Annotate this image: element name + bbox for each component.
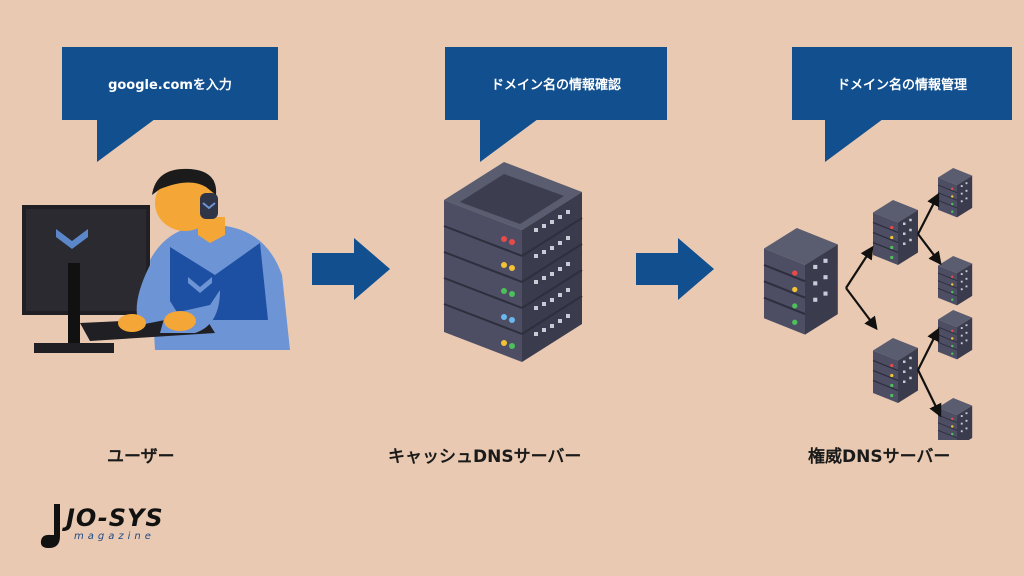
monitor-chevron-icon — [56, 229, 88, 249]
auth-server-tree — [762, 167, 973, 440]
server-icon — [872, 337, 919, 404]
headset-ear-icon — [200, 193, 218, 219]
server-icon — [937, 309, 973, 360]
vest-chevron-icon — [188, 277, 212, 293]
label-auth: 権威DNSサーバー — [808, 447, 951, 467]
server-icon — [872, 199, 919, 266]
bubble-cache: ドメイン名の情報確認 — [445, 47, 667, 120]
root-server-icon — [762, 226, 839, 336]
bubble-auth: ドメイン名の情報管理 — [792, 47, 1012, 120]
bubble-user-text: google.comを入力 — [108, 78, 232, 93]
music-note-icon — [40, 504, 60, 548]
user-illustration — [22, 168, 290, 353]
bubble-user: google.comを入力 — [62, 47, 278, 120]
bubble-auth-text: ドメイン名の情報管理 — [836, 78, 967, 93]
server-icon — [937, 397, 973, 440]
arrow-right-icon — [636, 238, 714, 300]
logo-sub-text: magazine — [74, 531, 155, 542]
label-cache: キャッシュDNSサーバー — [388, 447, 582, 467]
cache-server-icon — [443, 162, 583, 362]
server-icon — [937, 167, 973, 218]
bubble-cache-tail — [480, 119, 538, 162]
server-icon — [937, 255, 973, 306]
label-user: ユーザー — [107, 447, 175, 467]
arrow-right-icon — [312, 238, 390, 300]
bubble-user-tail — [97, 119, 155, 162]
bubble-cache-text: ドメイン名の情報確認 — [490, 78, 621, 93]
bubble-auth-tail — [825, 119, 883, 162]
logo-main-text: JO-SYS — [66, 504, 164, 532]
